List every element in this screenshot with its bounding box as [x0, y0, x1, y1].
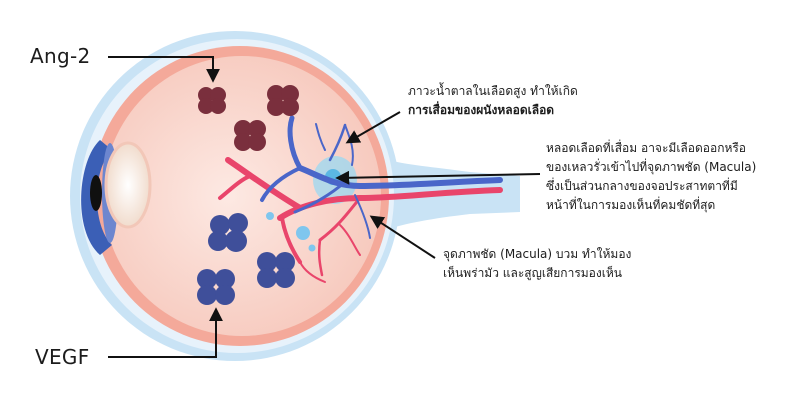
- ang2-label: Ang-2: [30, 44, 91, 68]
- leak-line-1: หลอดเลือดที่เสื่อม อาจะมีเลือดออกหรือ: [546, 141, 747, 155]
- damage-arrow: [345, 111, 401, 144]
- lens: [104, 141, 152, 229]
- damage-callout: ภาวะน้ำตาลในเลือดสูง ทำให้เกิด การเสื่อม…: [408, 82, 578, 120]
- vitreous-body: [103, 56, 381, 336]
- swell-line-2: เห็นพร่ามัว และสูญเสียการมองเห็น: [443, 266, 622, 280]
- damage-line-2: การเสื่อมของผนังหลอดเลือด: [408, 103, 555, 117]
- swell-arrow: [369, 215, 436, 259]
- ang2-cluster: [234, 120, 266, 151]
- fluid-droplets: [266, 212, 316, 252]
- callout-arrows: [108, 56, 541, 358]
- ang2-cluster: [267, 85, 299, 116]
- vegf-cluster: [197, 269, 235, 305]
- swell-line-1: จุดภาพชัด (Macula) บวม ทำให้มอง: [443, 247, 632, 261]
- ang2-arrow: [108, 56, 220, 83]
- vegf-label: VEGF: [35, 345, 90, 369]
- leak-callout: หลอดเลือดที่เสื่อม อาจะมีเลือดออกหรือ ขอ…: [546, 139, 756, 215]
- retinal-arteries: [218, 157, 503, 283]
- leak-arrow: [335, 170, 541, 185]
- vegf-cluster: [257, 252, 295, 288]
- leak-line-4: หน้าที่ในการมองเห็นที่คมชัดที่สุด: [546, 198, 716, 212]
- ang2-cluster: [198, 87, 226, 114]
- vegf-clusters: [197, 213, 295, 305]
- vegf-cluster: [208, 213, 248, 252]
- leak-line-2: ของเหลวรั่วเข้าไปที่จุดภาพชัด (Macula): [546, 160, 757, 174]
- leak-line-3: ซึ่งเป็นส่วนกลางของจอประสาทตาที่มี: [546, 179, 738, 193]
- damage-line-1: ภาวะน้ำตาลในเลือดสูง ทำให้เกิด: [408, 84, 578, 98]
- retinal-veins: [260, 115, 503, 239]
- ang2-clusters: [198, 85, 299, 151]
- pupil: [90, 175, 102, 211]
- vegf-arrow: [108, 307, 223, 358]
- swell-callout: จุดภาพชัด (Macula) บวม ทำให้มอง เห็นพร่า…: [443, 245, 631, 283]
